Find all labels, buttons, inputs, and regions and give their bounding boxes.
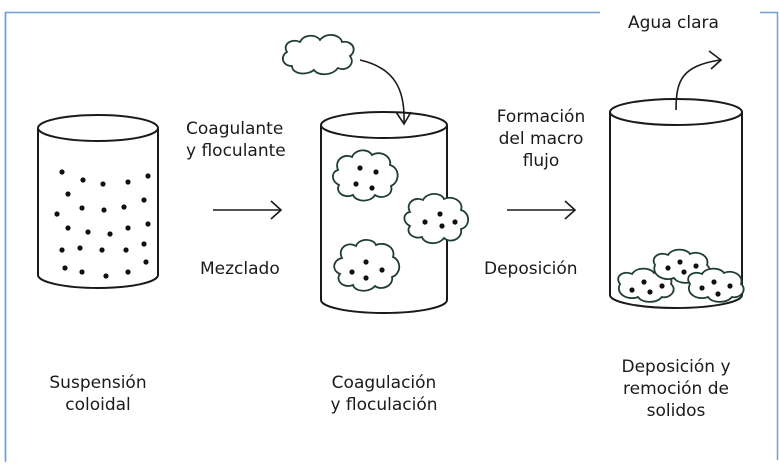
curved-arrow-icon-in <box>359 59 405 123</box>
floc-cloud-icon-deposit-3 <box>687 267 745 303</box>
cylinder-icon-deposition <box>609 98 743 309</box>
transition-2-top-line-1: Formación <box>496 107 586 127</box>
floc-cloud-icon-incoming <box>281 34 355 76</box>
transition-1-top: Coagulante y floculante <box>186 118 306 162</box>
floc-cloud-icon-1 <box>331 149 399 202</box>
floc-cloud-icon-2 <box>403 192 470 245</box>
transition-2-bottom: Deposición <box>484 259 578 279</box>
step-3-caption-line-2: remoción de <box>623 379 729 399</box>
transition-1-top-line-1: Coagulante <box>186 119 284 139</box>
step-1-caption-line-2: coloidal <box>65 395 131 415</box>
curved-arrow-head-in <box>395 111 412 126</box>
cylinder-icon-suspension <box>37 114 159 289</box>
transition-2-top: Formación del macro flujo <box>481 106 601 172</box>
curved-arrow-icon-out <box>675 59 721 111</box>
arrow-right-icon-2 <box>507 200 577 220</box>
step-3-caption-line-3: solidos <box>646 401 706 421</box>
floc-cloud-icon-3 <box>333 238 401 292</box>
transition-2-top-line-3: flujo <box>522 151 560 171</box>
curved-arrow-head-out <box>708 50 723 70</box>
step-2-caption: Coagulación y floculación <box>314 372 454 416</box>
colloidal-particles <box>54 169 151 279</box>
transition-1-top-line-2: y floculante <box>186 141 286 161</box>
transition-2-top-line-2: del macro <box>498 129 584 149</box>
step-3-caption-line-1: Deposición y <box>621 357 731 377</box>
arrow-right-icon-1 <box>213 200 283 220</box>
output-label: Agua clara <box>628 13 719 33</box>
step-3-caption: Deposición y remoción de solidos <box>606 356 746 422</box>
step-1-caption: Suspensión coloidal <box>28 372 168 416</box>
transition-1-bottom: Mezclado <box>200 259 280 279</box>
step-2-caption-line-1: Coagulación <box>331 373 437 393</box>
step-1-caption-line-1: Suspensión <box>49 373 147 393</box>
step-2-caption-line-2: y floculación <box>330 395 438 415</box>
